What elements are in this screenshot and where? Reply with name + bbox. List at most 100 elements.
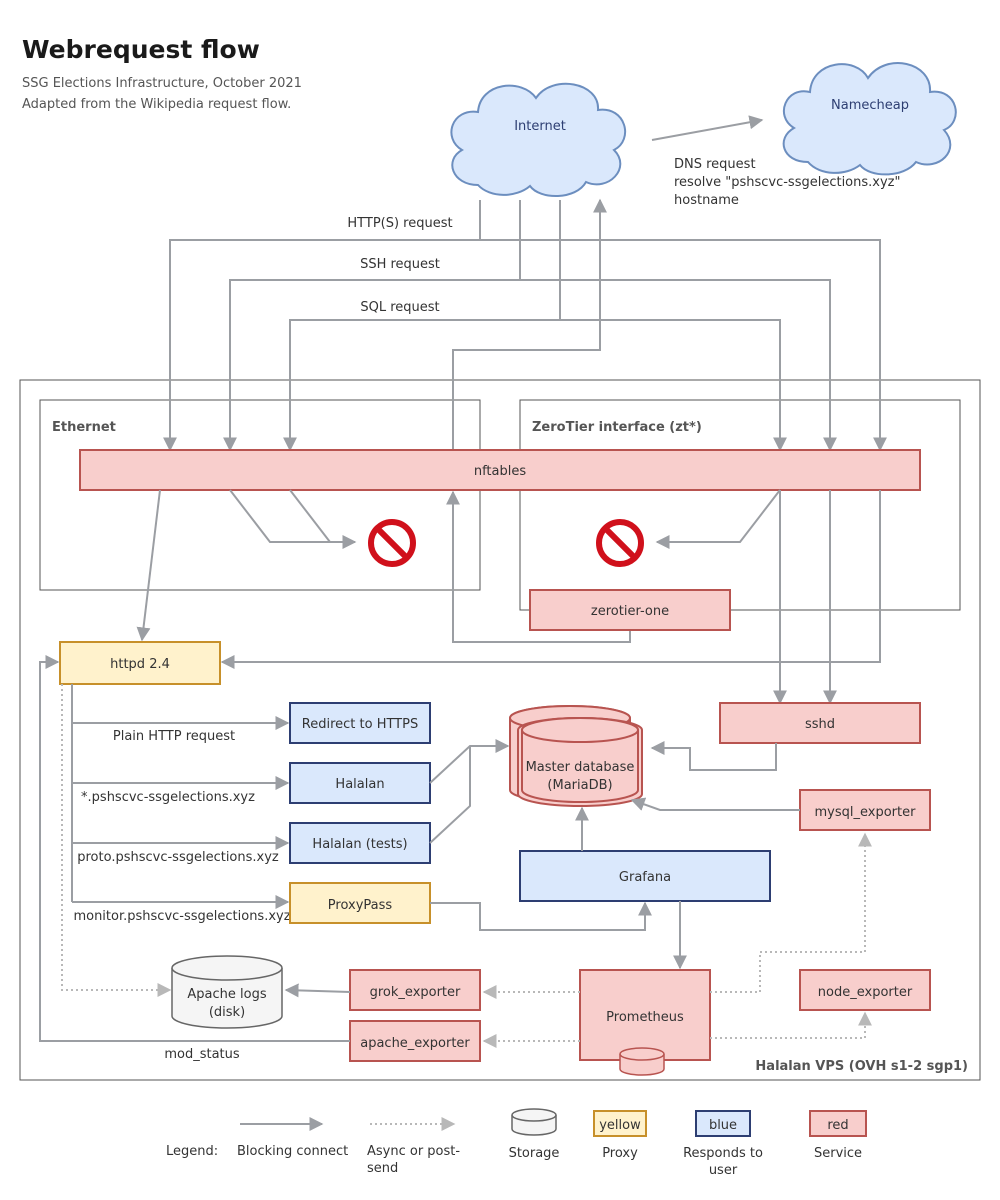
apache-logs-storage [171, 955, 283, 1029]
grok-exporter-node [349, 969, 481, 1011]
legend-blocking-label: Blocking connect [237, 1144, 348, 1159]
apache-exporter-node [349, 1020, 481, 1062]
sql-request-label: SQL request [360, 300, 439, 315]
internet-cloud [450, 82, 627, 198]
block-icon [596, 519, 644, 567]
ssh-blocked-edge [229, 489, 357, 549]
master-database-node [509, 705, 643, 807]
legend-blue-swatch [695, 1110, 751, 1137]
ssh-to-ethernet-edge [223, 200, 521, 452]
namecheap-cloud [782, 62, 957, 176]
proxypass-to-grafana-edge [430, 901, 652, 931]
master-database-label-line1: Master database [526, 760, 635, 775]
legend-yellow-swatch-label: yellow [599, 1118, 641, 1133]
halalan-label: Halalan [335, 777, 384, 792]
halalan-tests-to-db-edge [429, 746, 471, 844]
legend-blue-swatch-label: blue [709, 1118, 737, 1133]
legend-async-label-line1: Async or post- [367, 1144, 460, 1159]
prometheus-to-mysql-exporter-edge [710, 832, 872, 993]
legend-async-label-line2: send [367, 1161, 398, 1176]
ethernet-label: Ethernet [52, 420, 116, 435]
halalan-tests-label: Halalan (tests) [312, 837, 407, 852]
zerotier-blocked-edge [655, 489, 781, 549]
namecheap-label: Namecheap [831, 98, 909, 113]
legend-red-swatch [809, 1110, 867, 1137]
vps-frame [19, 379, 981, 1081]
apache-logs-label-line2: (disk) [209, 1005, 245, 1020]
halalan-node [289, 762, 431, 804]
proxypass-node [289, 882, 431, 924]
plain-http-label: Plain HTTP request [113, 729, 235, 744]
prometheus-node [579, 969, 711, 1061]
prometheus-storage-icon [619, 1047, 665, 1076]
grafana-node [519, 850, 771, 902]
block-icon [368, 519, 416, 567]
legend-yellow-swatch [593, 1110, 647, 1137]
nftables-node [79, 449, 921, 491]
httpd-node [59, 641, 221, 685]
legend-proxy-label: Proxy [602, 1146, 638, 1161]
redirect-https-node [289, 702, 431, 744]
httpd-label: httpd 2.4 [110, 657, 170, 672]
mysql-exporter-label: mysql_exporter [815, 805, 917, 820]
zerotier-outbound-edge [452, 198, 607, 450]
prometheus-to-node-exporter-edge [710, 1011, 872, 1039]
legend-red-swatch-label: red [827, 1118, 848, 1133]
legend-storage-icon [511, 1108, 557, 1136]
zerotier-one-label: zerotier-one [591, 604, 669, 619]
sshd-node [719, 702, 921, 744]
redirect-https-label: Redirect to HTTPS [302, 717, 418, 732]
mysql-exporter-node [799, 789, 931, 831]
mysql-exporter-to-db-edge [630, 797, 800, 811]
legend-storage-label: Storage [509, 1146, 560, 1161]
dns-label-line2: resolve "pshscvc-ssgelections.xyz" [674, 175, 900, 190]
legend-title: Legend: [166, 1144, 218, 1159]
zerotier-label: ZeroTier interface (zt*) [532, 420, 702, 435]
ethernet-frame [39, 399, 481, 591]
ssh-request-label: SSH request [360, 257, 440, 272]
dns-label-line3: hostname [674, 193, 739, 208]
zerotier-one-node [529, 589, 731, 631]
dns-arrow [651, 115, 764, 141]
vps-label: Halalan VPS (OVH s1-2 sgp1) [755, 1059, 968, 1074]
httpd-to-logs-edge [61, 684, 172, 997]
http-request-label: HTTP(S) request [347, 216, 452, 231]
prometheus-label: Prometheus [606, 1010, 684, 1025]
ethernet-to-httpd-edge [136, 489, 161, 642]
sql-to-zerotier-edge [560, 319, 787, 452]
internet-label: Internet [514, 119, 566, 134]
mod-status-label: mod_status [164, 1047, 240, 1062]
ssh-to-zerotier-edge [520, 279, 837, 452]
zerotier-frame [519, 399, 961, 611]
apache-exporter-label: apache_exporter [360, 1036, 470, 1051]
sql-blocked-edge [289, 489, 331, 543]
legend-responds-label-line1: Responds to [683, 1146, 763, 1161]
page-subtitle-line2: Adapted from the Wikipedia request flow. [22, 97, 291, 112]
proto-label: proto.pshscvc-ssgelections.xyz [77, 850, 279, 865]
http-to-ethernet-edge [163, 200, 481, 452]
page-title: Webrequest flow [22, 35, 260, 64]
grok-exporter-label: grok_exporter [370, 985, 461, 1000]
zerotier-to-httpd-edge [220, 490, 881, 669]
apache-logs-label-line1: Apache logs [187, 987, 266, 1002]
node-exporter-label: node_exporter [818, 985, 913, 1000]
mod-status-edge [39, 655, 350, 1042]
master-database-label-line2: (MariaDB) [547, 778, 612, 793]
sshd-to-db-edge [650, 741, 777, 771]
grafana-label: Grafana [619, 870, 671, 885]
grok-to-logs-edge [284, 983, 351, 998]
http-to-zerotier-edge [480, 239, 887, 452]
page-subtitle-line1: SSG Elections Infrastructure, October 20… [22, 76, 302, 91]
legend-service-label: Service [814, 1146, 862, 1161]
nftables-label: nftables [474, 464, 527, 479]
zerotier-one-edge [446, 490, 631, 643]
dns-label-line1: DNS request [674, 157, 756, 172]
monitor-label: monitor.pshscvc-ssgelections.xyz [73, 909, 290, 924]
proxypass-label: ProxyPass [328, 898, 393, 913]
node-exporter-node [799, 969, 931, 1011]
sshd-label: sshd [805, 717, 835, 732]
legend-responds-label-line2: user [709, 1163, 738, 1178]
wildcard-label: *.pshscvc-ssgelections.xyz [81, 790, 255, 805]
sql-to-ethernet-edge [283, 200, 561, 452]
